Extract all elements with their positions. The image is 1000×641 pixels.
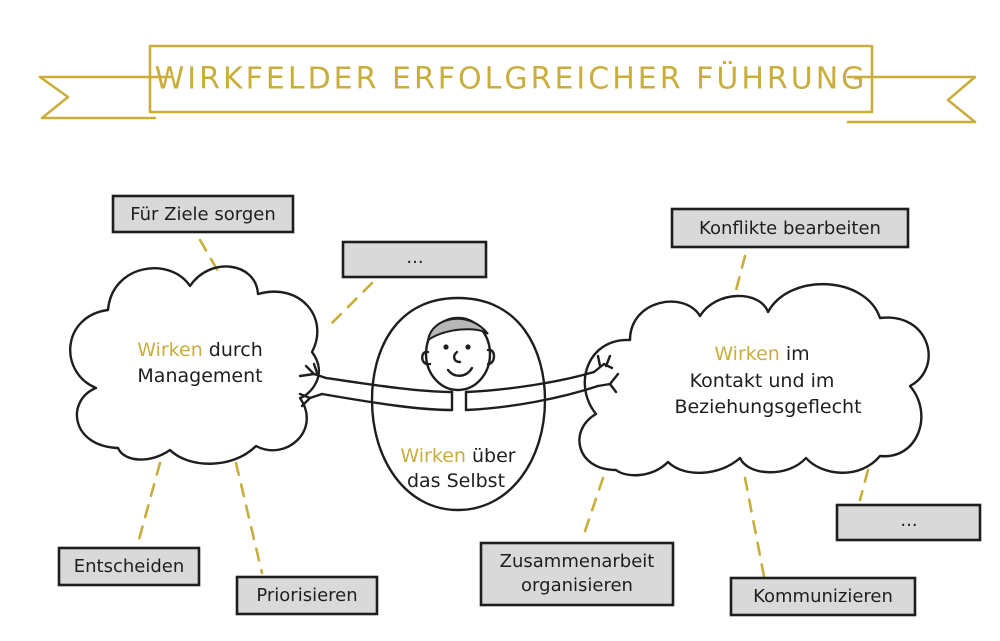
box-dots-right: ...	[835, 503, 982, 542]
box-ziele-label: Für Ziele sorgen	[130, 204, 276, 225]
left-arm-top	[324, 376, 454, 394]
left-eye	[443, 344, 449, 350]
box-entscheiden-label: Entscheiden	[74, 556, 185, 577]
connector-dots-right	[858, 468, 870, 502]
right-arm-bottom	[464, 384, 600, 412]
connector-priorisieren	[234, 461, 264, 575]
box-priorisieren: Priorisieren	[235, 575, 379, 616]
right-ear	[486, 348, 496, 366]
right-arm-top	[464, 370, 596, 394]
banner-left-ribbon	[38, 75, 172, 120]
cloud-management: Wirken durch Management	[69, 265, 320, 465]
left-cloud-line2: Management	[137, 365, 262, 387]
connector-konflikte	[732, 254, 747, 300]
connector-zusammenarbeit	[580, 476, 605, 542]
center-self-figure: Wirken über das Selbst	[298, 296, 620, 512]
center-oval	[370, 296, 547, 512]
cloud-kontakt: Wirken im Kontakt und im Beziehungsgefle…	[578, 282, 930, 477]
box-priorisieren-label: Priorisieren	[256, 585, 357, 606]
connector-ziele	[198, 238, 224, 280]
connectors	[136, 238, 870, 578]
box-ziele: Für Ziele sorgen	[111, 194, 295, 234]
box-konflikte-label: Konflikte bearbeiten	[699, 218, 881, 239]
left-arm-bottom	[320, 392, 454, 412]
connector-dots-top	[326, 281, 374, 329]
neck	[450, 390, 468, 412]
right-eye	[465, 344, 471, 350]
box-zusammenarbeit-line2: organisieren	[521, 575, 633, 596]
hair	[426, 317, 489, 343]
box-dots-top: ...	[341, 240, 488, 279]
right-cloud-line2: Kontakt und im	[690, 370, 835, 392]
box-dots-top-label: ...	[406, 247, 423, 268]
smile	[446, 366, 474, 377]
left-hand-icon	[298, 362, 328, 408]
connector-kommunizieren	[743, 476, 766, 578]
box-entscheiden: Entscheiden	[57, 546, 201, 587]
connector-entscheiden	[136, 461, 162, 545]
box-zusammenarbeit: Zusammenarbeit organisieren	[479, 541, 675, 607]
left-cloud-shape	[69, 265, 320, 465]
right-cloud-shape	[578, 282, 930, 477]
center-line1: Wirken über	[400, 445, 515, 467]
banner-right-ribbon	[846, 75, 977, 124]
page-title: WIRKFELDER ERFOLGREICHER FÜHRUNG	[155, 61, 868, 97]
left-ear	[421, 350, 432, 366]
left-cloud-line1: Wirken durch	[137, 339, 263, 361]
nose	[452, 350, 462, 364]
center-line2: das Selbst	[407, 470, 505, 492]
box-kommunizieren: Kommunizieren	[729, 576, 917, 617]
banner-main	[148, 44, 874, 114]
title-banner: WIRKFELDER ERFOLGREICHER FÜHRUNG	[38, 44, 977, 124]
right-hand-icon	[592, 354, 620, 394]
right-cloud-line3: Beziehungsgeflecht	[674, 396, 861, 418]
box-kommunizieren-label: Kommunizieren	[753, 586, 893, 607]
box-zusammenarbeit-line1: Zusammenarbeit	[500, 551, 655, 572]
box-dots-right-label: ...	[900, 510, 917, 531]
right-cloud-line1: Wirken im	[714, 343, 809, 365]
box-konflikte: Konflikte bearbeiten	[670, 207, 910, 249]
